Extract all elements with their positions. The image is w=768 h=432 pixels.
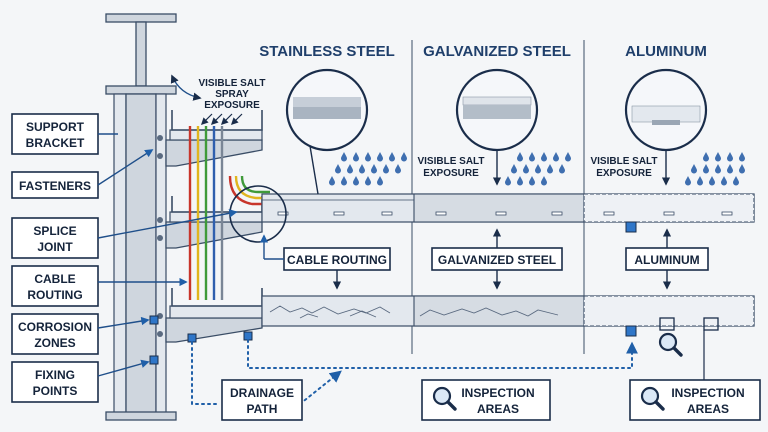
- svg-text:ALUMINUM: ALUMINUM: [634, 253, 699, 267]
- svg-text:EXPOSURE: EXPOSURE: [204, 100, 260, 111]
- header-galvanized: GALVANIZED STEEL: [423, 43, 571, 60]
- label-corrosion-zones: CORROSION ZONES: [11, 313, 150, 355]
- label-support-bracket: SUPPORT BRACKET: [11, 113, 118, 155]
- drain-hole-marker: [187, 333, 197, 343]
- label-cable-routing: CABLE ROUTING: [11, 265, 188, 307]
- callout-galvanized-steel: GALVANIZED STEEL: [431, 228, 563, 290]
- magnifier-aluminum: [624, 68, 708, 186]
- svg-text:POINTS: POINTS: [33, 384, 78, 398]
- drainage-path-lines: [191, 339, 638, 405]
- svg-text:FIXING: FIXING: [35, 368, 75, 382]
- magnifier-galvanized: [455, 68, 539, 186]
- svg-text:AREAS: AREAS: [687, 402, 729, 416]
- svg-text:VISIBLE SALT: VISIBLE SALT: [417, 156, 484, 167]
- svg-text:EXPOSURE: EXPOSURE: [423, 168, 479, 179]
- corrosion-marker: [625, 221, 637, 233]
- svg-text:SPLICE: SPLICE: [33, 224, 76, 238]
- svg-text:INSPECTION: INSPECTION: [461, 386, 534, 400]
- header-aluminum: ALUMINUM: [625, 43, 707, 60]
- svg-text:JOINT: JOINT: [37, 240, 73, 254]
- cable-bundle: [188, 126, 270, 300]
- svg-text:INSPECTION: INSPECTION: [671, 386, 744, 400]
- callout-cable-routing: CABLE ROUTING: [259, 234, 391, 290]
- callout-drainage-path: DRAINAGE PATH: [221, 379, 303, 421]
- callout-inspection-a: INSPECTION AREAS: [421, 379, 551, 421]
- svg-text:ZONES: ZONES: [34, 336, 75, 350]
- magnifier-icon: [658, 332, 683, 357]
- upper-tray: [261, 193, 755, 233]
- label-fasteners: FASTENERS: [11, 149, 154, 199]
- corrosion-zone-marker: [149, 315, 159, 325]
- label-fixing-points: FIXING POINTS: [11, 359, 150, 403]
- svg-text:ROUTING: ROUTING: [27, 288, 82, 302]
- callout-salt-spray: VISIBLE SALT SPRAY EXPOSURE: [198, 78, 265, 111]
- arrow-icon: [170, 74, 243, 126]
- lower-tray: [261, 295, 755, 337]
- drain-hole-marker: [243, 331, 253, 341]
- callout-salt-exposure-galvanized: VISIBLE SALT EXPOSURE: [417, 156, 484, 179]
- svg-text:EXPOSURE: EXPOSURE: [596, 168, 652, 179]
- rain-drop-icon: [329, 152, 745, 186]
- svg-text:CABLE: CABLE: [34, 272, 75, 286]
- support-column: [105, 13, 177, 421]
- header-stainless: STAINLESS STEEL: [259, 43, 395, 60]
- corrosion-marker: [625, 325, 637, 337]
- callout-inspection-b: INSPECTION AREAS: [629, 330, 761, 421]
- svg-text:FASTENERS: FASTENERS: [19, 179, 91, 193]
- svg-text:AREAS: AREAS: [477, 402, 519, 416]
- fastener-bolts: [157, 135, 163, 337]
- svg-text:PATH: PATH: [247, 402, 278, 416]
- svg-text:CABLE ROUTING: CABLE ROUTING: [287, 253, 387, 267]
- svg-text:DRAINAGE: DRAINAGE: [230, 386, 294, 400]
- svg-text:SPRAY: SPRAY: [215, 89, 249, 100]
- svg-text:SUPPORT: SUPPORT: [26, 120, 85, 134]
- svg-text:VISIBLE SALT: VISIBLE SALT: [198, 78, 265, 89]
- svg-text:VISIBLE SALT: VISIBLE SALT: [590, 156, 657, 167]
- magnifier-stainless: [285, 68, 369, 195]
- svg-text:BRACKET: BRACKET: [26, 136, 85, 150]
- svg-text:CORROSION: CORROSION: [18, 320, 92, 334]
- label-splice-joint: SPLICE JOINT: [11, 209, 238, 259]
- inspection-marker: [659, 317, 675, 331]
- callout-aluminum: ALUMINUM: [625, 228, 709, 290]
- callout-salt-exposure-aluminum: VISIBLE SALT EXPOSURE: [590, 156, 657, 179]
- inspection-marker: [703, 317, 719, 331]
- tray-channel: [171, 110, 263, 131]
- svg-text:GALVANIZED STEEL: GALVANIZED STEEL: [438, 253, 556, 267]
- tray-channel: [171, 288, 263, 307]
- fixing-point-marker: [149, 355, 159, 365]
